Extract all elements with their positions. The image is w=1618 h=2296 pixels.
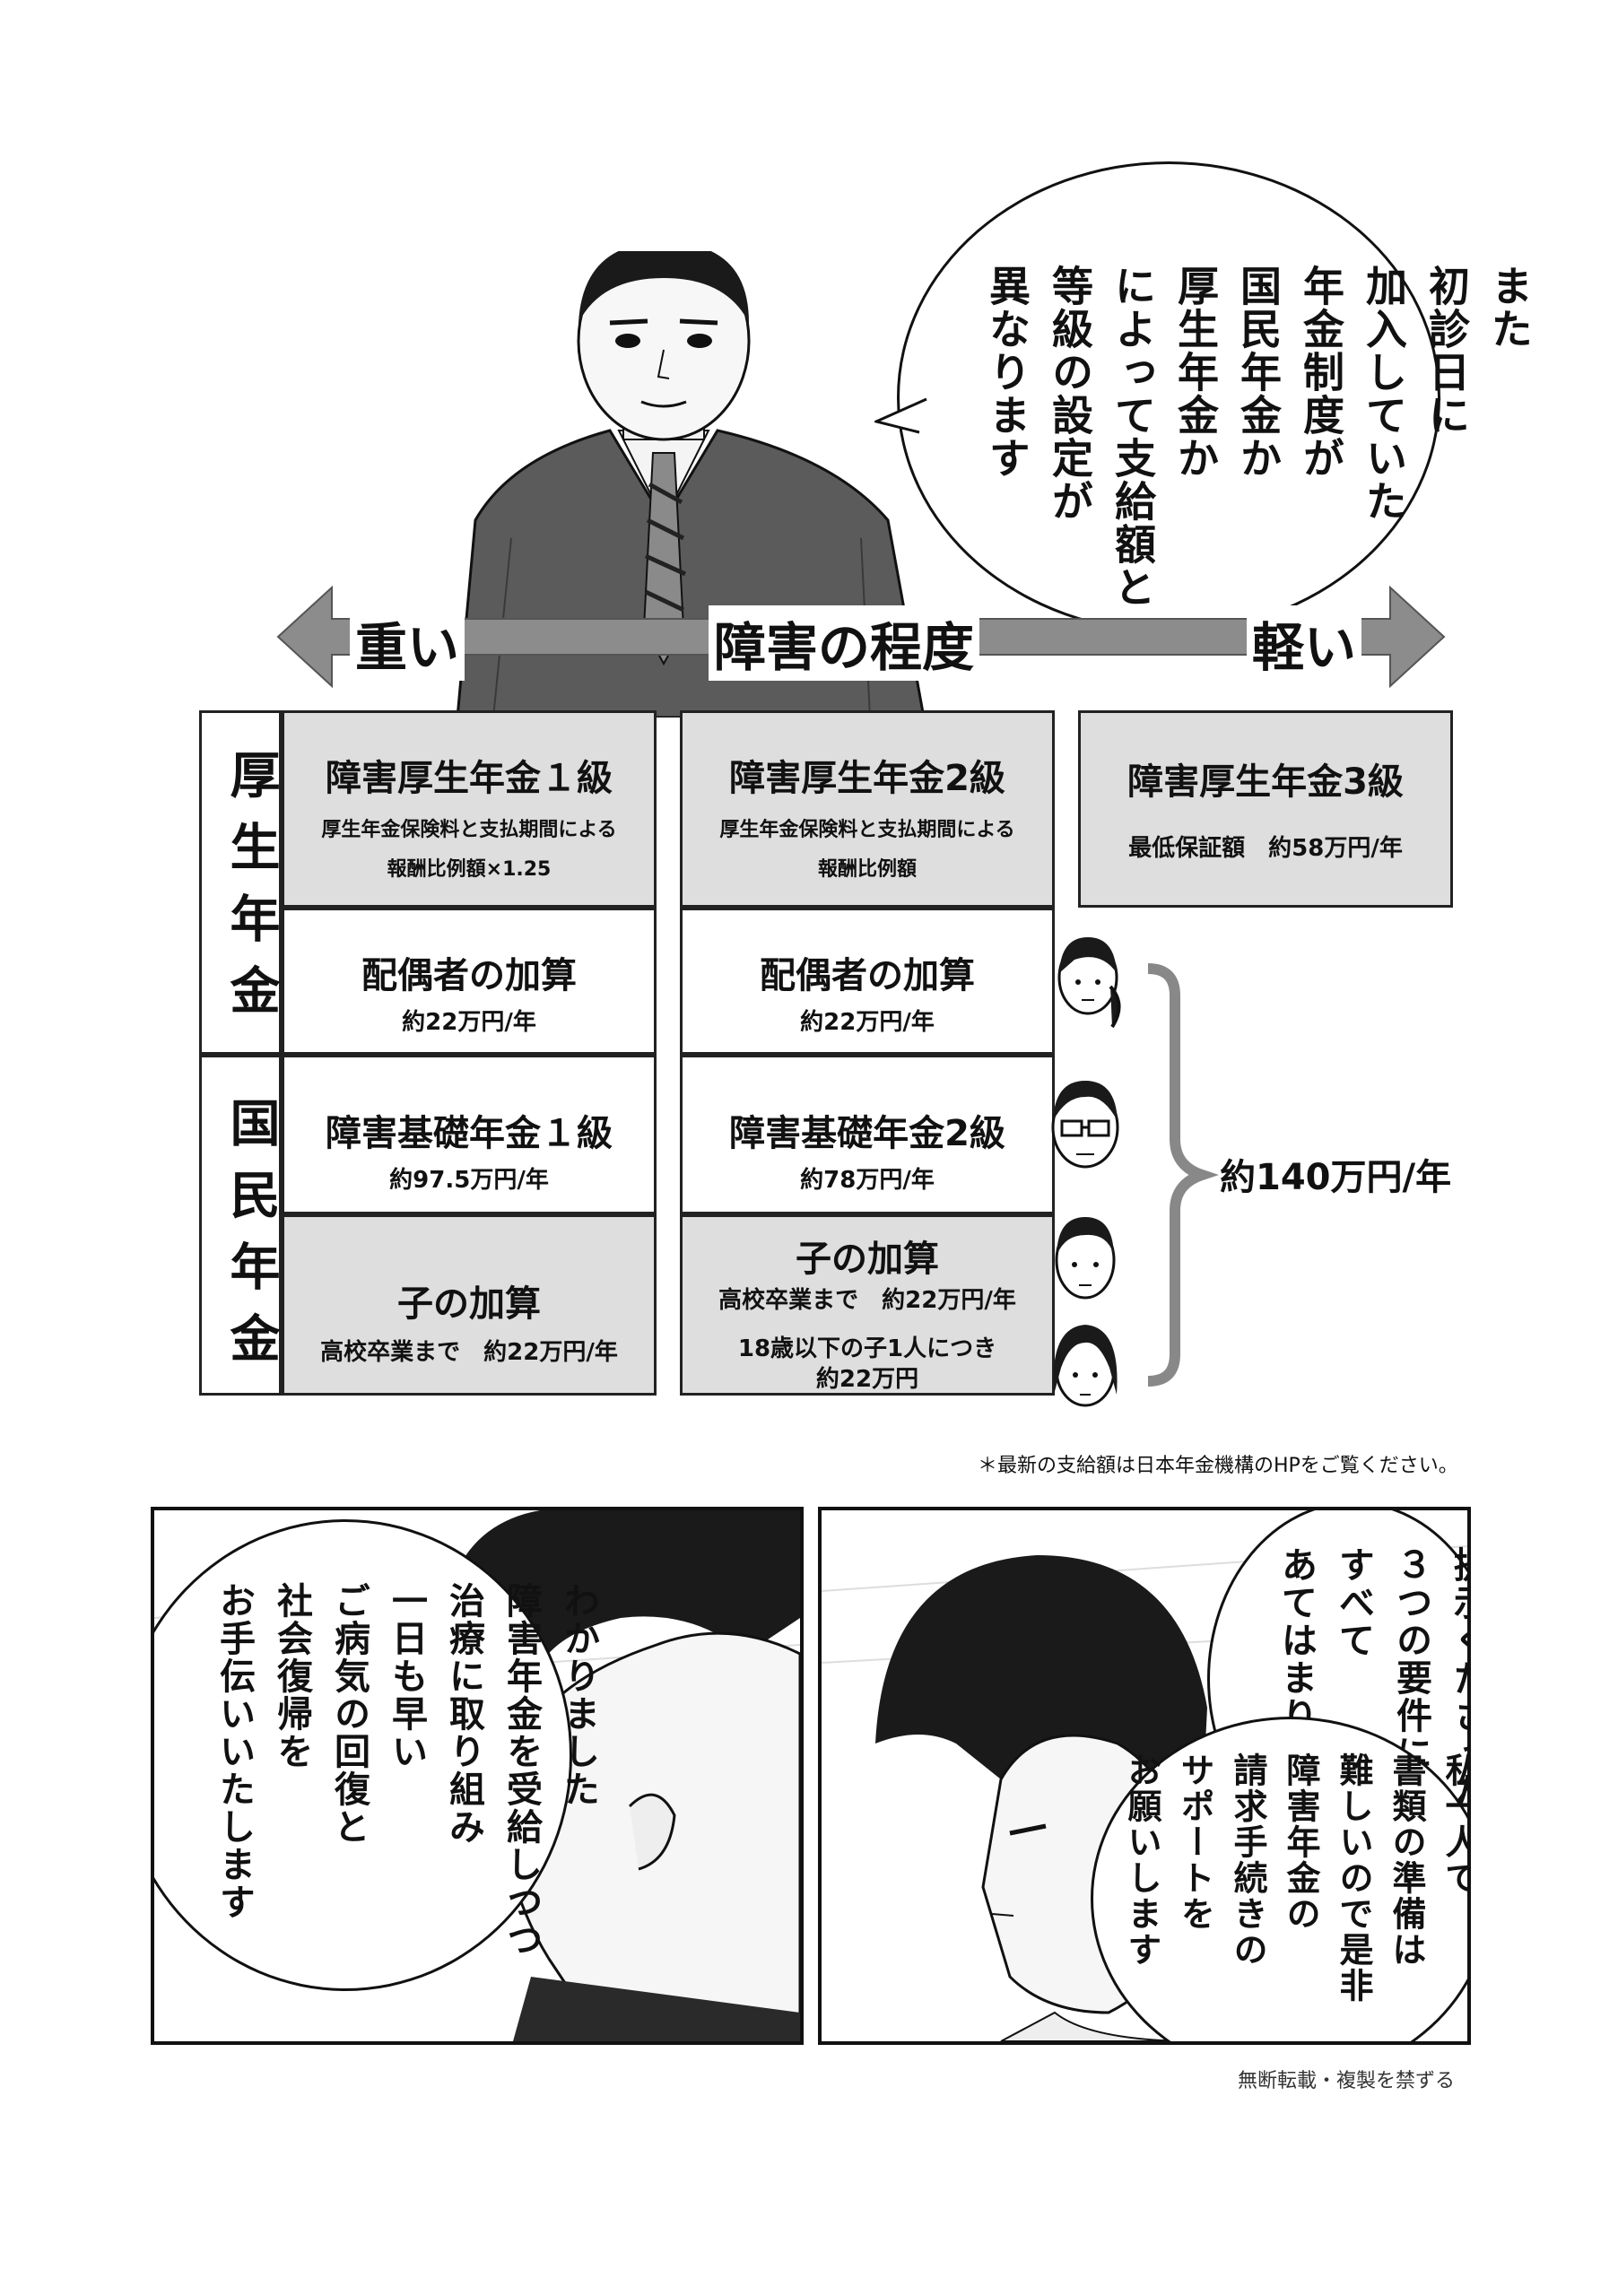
top-bubble-col: 初診日に [1422, 265, 1471, 437]
cell-kiso-grade1: 障害基礎年金１級 約97.5万円/年 [282, 1055, 657, 1214]
top-bubble-col: 国民年金か [1234, 265, 1283, 480]
cell-kosei-grade2: 障害厚生年金2級 厚生年金保険料と支払期間による 報酬比例額 [680, 710, 1055, 908]
woman-bubble-top-col: すべて [1333, 1546, 1374, 1659]
man-speech-bubble [154, 1519, 572, 1991]
top-bubble-col: 厚生年金か [1171, 265, 1220, 480]
severity-light-label: 軽い [1247, 605, 1362, 681]
man-bubble-col: 障害年金を受給しつつ [500, 1582, 542, 1959]
top-speech-bubble [897, 161, 1440, 633]
son-face-icon [1055, 1217, 1116, 1300]
woman-bubble-top-col: 提示くださった [1448, 1546, 1471, 1810]
top-bubble-col: 年金制度が [1297, 265, 1345, 480]
cell-child-addition-1: 子の加算 高校卒業まで 約22万円/年 [282, 1214, 657, 1396]
severity-title: 障害の程度 [709, 605, 980, 681]
row-header-kosei: 厚生年金 [199, 710, 282, 1055]
top-bubble-col: 等級の設定が [1046, 265, 1094, 523]
woman-bubble-top-col: ３つの要件に [1390, 1546, 1431, 1772]
top-illustration: また 初診日に 加入していた 年金制度が 国民年金か 厚生年金か によって支給額… [199, 161, 1539, 1477]
family-total: 約140万円/年 [1220, 1157, 1452, 1198]
husband-face-icon [1051, 1081, 1119, 1169]
daughter-face-icon [1053, 1325, 1118, 1407]
woman-bubble-bottom-col: 私一人で [1440, 1752, 1471, 1896]
cell-spouse-addition-1: 配偶者の加算 約22万円/年 [282, 908, 657, 1055]
copyright-notice: 無断転載・複製を禁ずる [1238, 2070, 1456, 2092]
cell-spouse-addition-2: 配偶者の加算 約22万円/年 [680, 908, 1055, 1055]
cell-kiso-grade2: 障害基礎年金2級 約78万円/年 [680, 1055, 1055, 1214]
panel-man: わかりました 障害年金を受給しつつ 治療に取り組み 一日も早い ご病気の回復と … [151, 1507, 804, 2045]
woman-bubble-bottom-col: お願いします [1122, 1752, 1161, 1968]
woman-bubble-bottom-col: 書類の準備は [1387, 1752, 1426, 1968]
woman-bubble-bottom-col: 障害年金の [1281, 1752, 1320, 1932]
family-bracket [1147, 963, 1219, 1387]
man-bubble-col: 一日も早い [386, 1582, 427, 1770]
cell-child-addition-2: 子の加算 高校卒業まで 約22万円/年 18歳以下の子1人につき 約22万円 [680, 1214, 1055, 1396]
woman-bubble-bottom-col: 難しいので是非 [1334, 1752, 1373, 2004]
man-bubble-col: 治療に取り組み [443, 1582, 484, 1846]
top-bubble-col: また [1485, 265, 1534, 351]
man-bubble-col: ご病気の回復と [328, 1582, 370, 1846]
severity-heavy-label: 重い [350, 605, 465, 681]
top-bubble-col: 加入していた [1360, 265, 1408, 523]
cell-kosei-grade3: 障害厚生年金3級 最低保証額 約58万円/年 [1078, 710, 1453, 908]
man-bubble-col: 社会復帰を [271, 1582, 312, 1770]
woman-speech-bubble-bottom [1091, 1717, 1467, 2041]
top-bubble-text: また 初診日に 加入していた 年金制度が 国民年金か 厚生年金か によって支給額… [978, 265, 1539, 641]
man-bubble-text: わかりました 障害年金を受給しつつ 治療に取り組み 一日も早い ご病気の回復と … [208, 1582, 605, 1977]
man-bubble-col: わかりました [558, 1582, 599, 1808]
top-bubble-col: によって支給額と [1109, 265, 1157, 609]
row-header-kokumin: 国民年金 [199, 1055, 282, 1396]
footnote: ＊最新の支給額は日本年金機構のHPをご覧ください。 [978, 1455, 1458, 1477]
panel-woman: 提示くださった ３つの要件に すべて あてはまります 私一人で 書類の準備は 難… [818, 1507, 1471, 2045]
man-bubble-col: お手伝いいたします [213, 1582, 255, 1921]
bubble-tail [874, 397, 927, 434]
cell-kosei-grade1: 障害厚生年金１級 厚生年金保険料と支払期間による 報酬比例額×1.25 [282, 710, 657, 908]
woman-bubble-bottom-col: サポートを [1175, 1752, 1214, 1932]
top-bubble-col: 異なります [983, 265, 1031, 480]
woman-bubble-bottom-text: 私一人で 書類の準備は 難しいので是非 障害年金の 請求手続きの サポートを お… [1118, 1752, 1471, 2031]
woman-bubble-bottom-col: 請求手続きの [1228, 1752, 1267, 1968]
wife-face-icon [1057, 937, 1121, 1029]
